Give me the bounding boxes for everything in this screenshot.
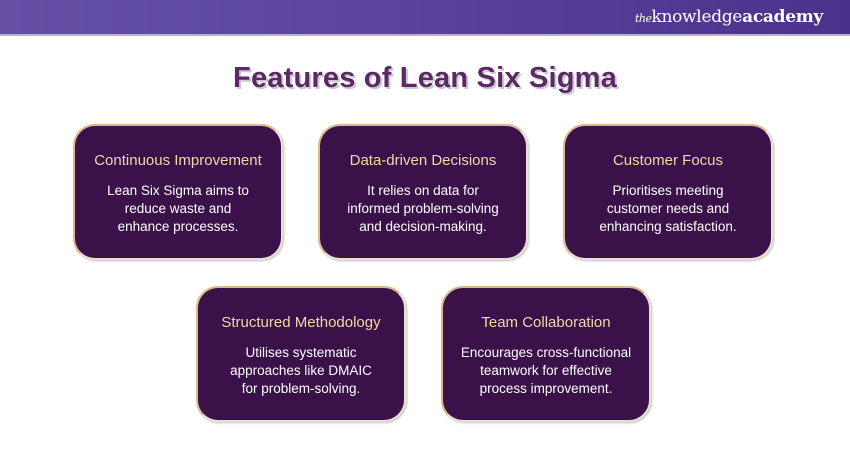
feature-title: Team Collaboration <box>481 314 611 331</box>
feature-card-team-collaboration: Team Collaboration Encourages cross-func… <box>441 286 651 422</box>
feature-title: Continuous Improvement <box>94 152 262 169</box>
description-line: approaches like DMAIC <box>230 363 372 378</box>
brand-main: knowledge <box>651 7 743 27</box>
description-line: informed problem-solving <box>347 201 499 216</box>
brand-logo[interactable]: theknowledgeacademy <box>635 7 823 27</box>
feature-card-continuous-improvement: Continuous Improvement Lean Six Sigma ai… <box>73 124 283 260</box>
description-line: process improvement. <box>479 381 613 396</box>
brand-suffix: academy <box>742 7 823 27</box>
feature-description: It relies on data for informed problem-s… <box>325 182 521 236</box>
page-title: Features of Lean Six Sigma <box>233 62 617 94</box>
description-line: enhancing satisfaction. <box>599 219 737 234</box>
feature-description: Lean Six Sigma aims to reduce waste and … <box>80 182 276 236</box>
description-line: customer needs and <box>606 201 730 216</box>
feature-description: Prioritises meeting customer needs and e… <box>570 182 766 236</box>
feature-card-structured-methodology: Structured Methodology Utilises systemat… <box>196 286 406 422</box>
description-line: It relies on data for <box>367 183 479 198</box>
description-line: for problem-solving. <box>241 381 361 396</box>
feature-card-data-driven-decisions: Data-driven Decisions It relies on data … <box>318 124 528 260</box>
brand-prefix: the <box>634 12 652 25</box>
description-line: enhance processes. <box>117 219 239 234</box>
description-line: and decision-making. <box>359 219 487 234</box>
description-line: Lean Six Sigma aims to <box>107 183 249 198</box>
feature-card-customer-focus: Customer Focus Prioritises meeting custo… <box>563 124 773 260</box>
description-line: Encourages cross-functional <box>460 345 632 360</box>
description-line: Utilises systematic <box>245 345 357 360</box>
feature-title: Customer Focus <box>612 152 724 169</box>
feature-title: Data-driven Decisions <box>349 152 497 169</box>
feature-title: Structured Methodology <box>221 314 381 331</box>
header-bar: theknowledgeacademy <box>0 0 850 36</box>
feature-description: Utilises systematic approaches like DMAI… <box>203 344 399 398</box>
description-line: Prioritises meeting <box>612 183 724 198</box>
description-line: teamwork for effective <box>480 363 612 378</box>
feature-description: Encourages cross-functional teamwork for… <box>448 344 644 398</box>
description-line: reduce waste and <box>124 201 232 216</box>
